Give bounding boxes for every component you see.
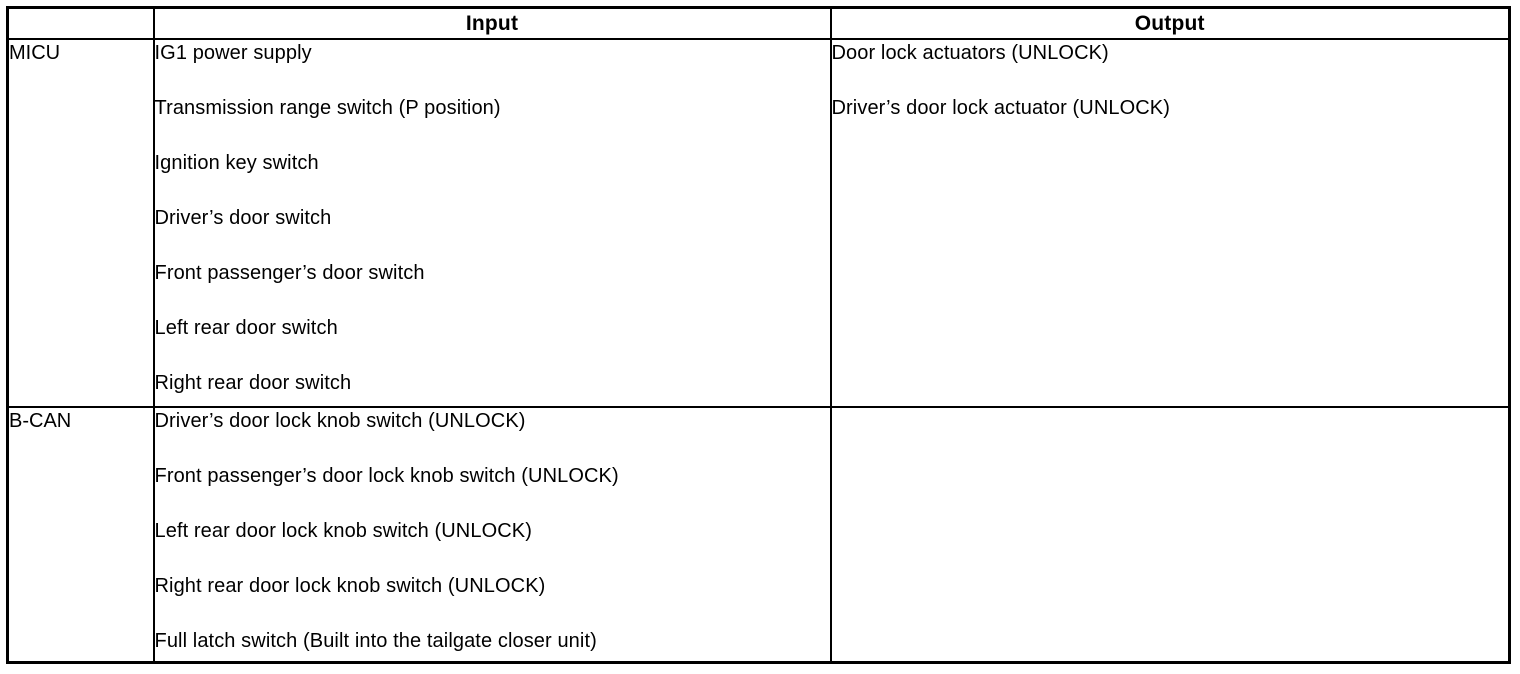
input-item: Driver’s door lock knob switch (UNLOCK) [154,410,526,432]
io-table: Input Output MICU IG1 power supply Trans… [6,6,1511,664]
system-label: MICU [9,42,61,64]
input-item: IG1 power supply [154,42,312,64]
output-item: Driver’s door lock actuator (UNLOCK) [831,97,1171,119]
cell-micu-system: MICU [6,38,155,408]
cell-bcan-inputs: Driver’s door lock knob switch (UNLOCK) … [152,406,832,664]
input-item: Front passenger’s door lock knob switch … [154,465,619,487]
cell-bcan-outputs [829,406,1511,664]
input-item: Front passenger’s door switch [154,262,425,284]
header-cell-output: Output [829,6,1511,40]
input-item: Right rear door switch [154,372,352,394]
input-item: Full latch switch (Built into the tailga… [154,630,597,652]
input-item: Transmission range switch (P position) [154,97,501,119]
header-cell-system [6,6,155,40]
input-item: Right rear door lock knob switch (UNLOCK… [154,575,546,597]
input-item: Ignition key switch [154,152,319,174]
input-item: Left rear door lock knob switch (UNLOCK) [154,520,532,542]
header-row: Input Output [6,6,1511,40]
system-label: B-CAN [9,410,72,432]
cell-micu-outputs: Door lock actuators (UNLOCK) Driver’s do… [829,38,1511,408]
cell-bcan-system: B-CAN [6,406,155,664]
header-cell-input: Input [152,6,832,40]
table-row-bcan: B-CAN Driver’s door lock knob switch (UN… [6,406,1511,664]
cell-micu-inputs: IG1 power supply Transmission range swit… [152,38,832,408]
table-row-micu: MICU IG1 power supply Transmission range… [6,38,1511,408]
input-item: Left rear door switch [154,317,338,339]
input-item: Driver’s door switch [154,207,332,229]
output-item: Door lock actuators (UNLOCK) [831,42,1109,64]
